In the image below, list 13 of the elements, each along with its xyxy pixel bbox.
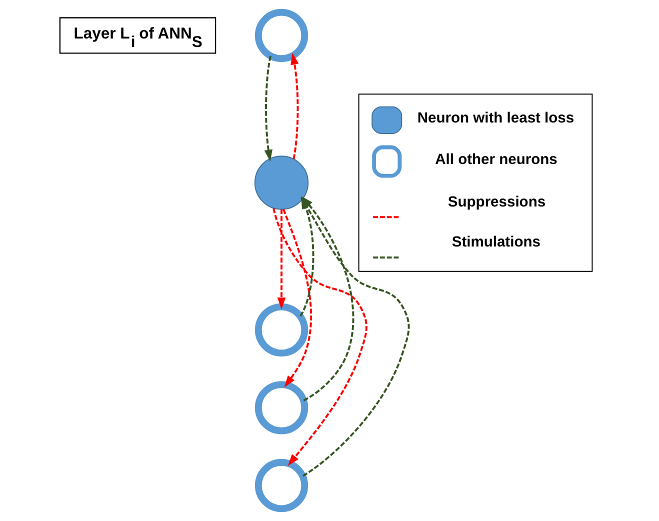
arrow xyxy=(272,208,367,466)
node-circle xyxy=(254,458,308,512)
arrow xyxy=(264,56,272,162)
legend-label: All other neurons xyxy=(434,152,557,168)
node-circle xyxy=(254,381,308,434)
arrow xyxy=(290,52,298,160)
legend-label: Stimulations xyxy=(451,234,540,251)
legend-label: Suppressions xyxy=(447,194,546,210)
node-circle xyxy=(254,8,308,62)
arrow xyxy=(282,209,312,388)
node-circle xyxy=(254,303,308,357)
legend-label: Neuron with least loss xyxy=(416,110,574,127)
arrow xyxy=(276,209,286,310)
